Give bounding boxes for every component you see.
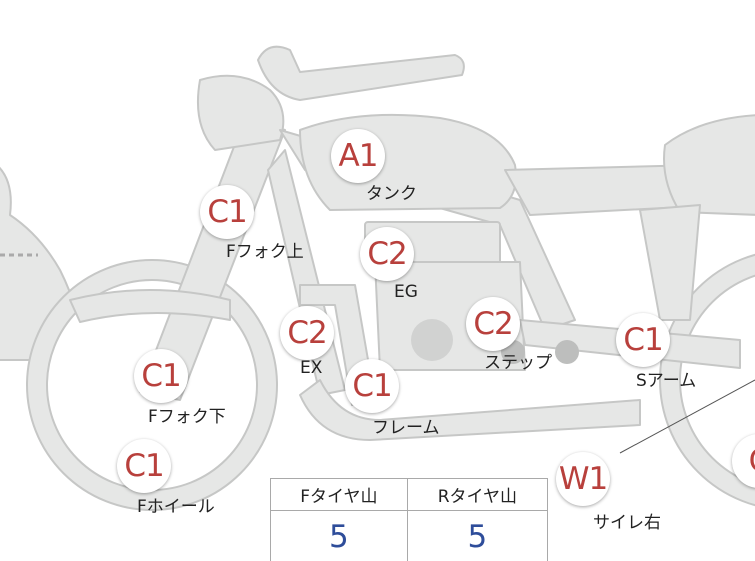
front-hub-shape (69, 289, 231, 323)
label-fork-lower: Fフォク下 (148, 407, 226, 427)
tire-tread-table: Fタイヤ山 Rタイヤ山 5 5 (270, 478, 549, 561)
badge-rear-partial: C (732, 434, 755, 488)
badge-tank: A1 (331, 129, 385, 183)
badge-fork-lower: C1 (134, 349, 188, 403)
rear-tire-header: Rタイヤ山 (406, 478, 549, 511)
label-muffler-right: サイレ右 (593, 513, 661, 533)
label-swing-arm: Sアーム (636, 371, 697, 391)
front-tire-header: Fタイヤ山 (270, 478, 408, 511)
label-tank: タンク (366, 184, 417, 204)
headlight-shape (196, 74, 285, 151)
label-engine: EG (394, 282, 418, 302)
lower-frame-shape (299, 379, 641, 441)
rear-subframe-shape (639, 204, 701, 321)
rear-cowl-shape (663, 114, 755, 216)
leader-line (619, 379, 755, 454)
label-step: ステップ (484, 353, 552, 373)
label-frame: フレーム (372, 418, 440, 438)
front-tire-value: 5 (270, 510, 408, 561)
badge-muffler-right: W1 (556, 452, 610, 506)
step-dot-right (555, 340, 579, 364)
engine-case-dot (411, 319, 453, 361)
label-fork-upper: Fフォク上 (226, 242, 304, 262)
badge-swing-arm: C1 (616, 313, 670, 367)
badge-exhaust: C2 (280, 306, 334, 360)
label-front-wheel: Fホイール (137, 497, 215, 517)
handlebar-shape (257, 45, 465, 101)
rear-tire-value: 5 (406, 510, 549, 561)
badge-engine: C2 (360, 227, 414, 281)
badge-fork-upper: C1 (200, 185, 254, 239)
badge-step: C2 (466, 297, 520, 351)
badge-front-wheel: C1 (117, 439, 171, 493)
label-exhaust: EX (300, 358, 323, 378)
rear-wheel-inner (679, 274, 755, 486)
badge-frame: C1 (345, 359, 399, 413)
